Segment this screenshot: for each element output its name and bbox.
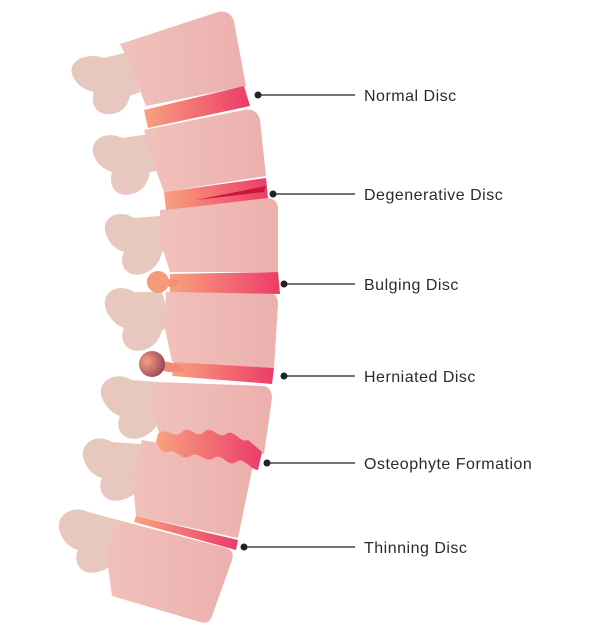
osteophyte-disc xyxy=(156,429,262,470)
vertebra-6 xyxy=(132,440,253,538)
vertebra-processes xyxy=(58,52,172,573)
discs xyxy=(134,86,280,550)
process-3 xyxy=(104,213,170,275)
callout-osteophyte: Osteophyte Formation xyxy=(263,456,532,473)
vertebra-7 xyxy=(106,520,233,623)
vertebra-1 xyxy=(120,11,246,106)
label-thinning-disc: Thinning Disc xyxy=(364,540,467,557)
label-degenerative-disc: Degenerative Disc xyxy=(364,187,503,204)
thinning-disc xyxy=(134,516,238,550)
label-osteophyte-formation: Osteophyte Formation xyxy=(364,456,532,473)
callout-normal: Normal Disc xyxy=(254,88,457,105)
callout-thinning: Thinning Disc xyxy=(240,540,467,557)
process-2 xyxy=(92,134,162,195)
label-bulging-disc: Bulging Disc xyxy=(364,277,459,294)
callout-herniated: Herniated Disc xyxy=(280,369,476,386)
callout-degenerative: Degenerative Disc xyxy=(269,187,503,204)
normal-disc xyxy=(144,86,250,128)
callout-bulging: Bulging Disc xyxy=(280,277,459,294)
herniated-disc xyxy=(172,362,274,384)
degenerative-crack xyxy=(196,186,266,200)
process-1 xyxy=(71,52,140,115)
degenerative-disc xyxy=(164,178,268,210)
process-5 xyxy=(100,376,170,439)
label-normal-disc: Normal Disc xyxy=(364,88,457,105)
vertebra-4 xyxy=(164,292,278,368)
bulging-disc xyxy=(170,272,280,294)
process-4 xyxy=(104,288,172,351)
label-herniated-disc: Herniated Disc xyxy=(364,369,476,386)
vertebra-2 xyxy=(144,109,266,192)
bulging-bulge xyxy=(147,271,169,293)
herniated-bulge xyxy=(139,351,165,377)
vertebra-3 xyxy=(160,198,278,272)
